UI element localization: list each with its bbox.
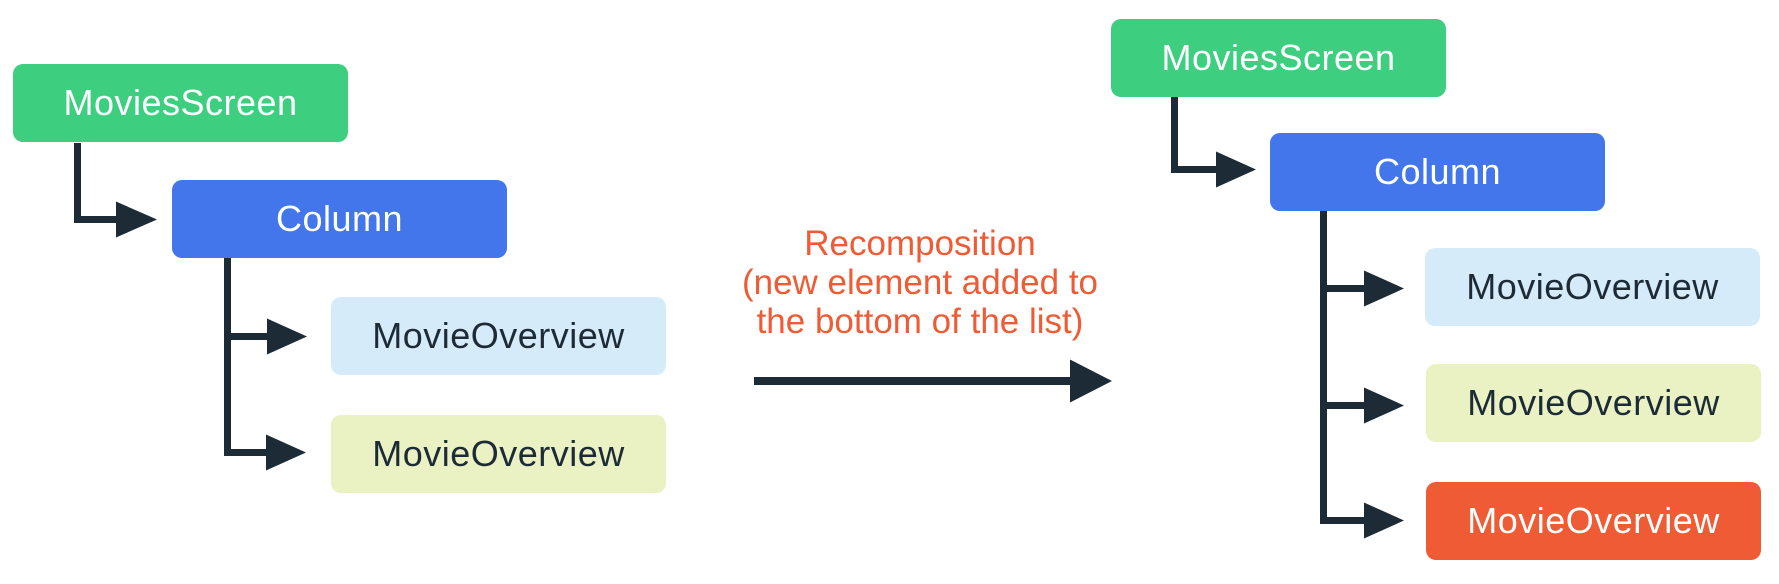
after-node-movieoverview-1: MovieOverview [1425, 248, 1760, 326]
connector-left-root-to-column [74, 143, 157, 238]
recomposition-annotation-line1: Recomposition [804, 224, 1036, 263]
recomposition-annotation-line2: (new element added to [741, 263, 1099, 302]
before-node-moviesscreen: MoviesScreen [13, 64, 348, 142]
after-node-movieoverview-3-new: MovieOverview [1426, 482, 1761, 560]
connector-right-root-to-column [1171, 97, 1256, 188]
after-node-column: Column [1270, 133, 1605, 211]
before-node-movieoverview-1: MovieOverview [331, 297, 666, 375]
recomposition-annotation-line3: the bottom of the list) [756, 302, 1084, 341]
before-node-movieoverview-2: MovieOverview [331, 415, 666, 493]
recomposition-annotation: Recomposition (new element added to the … [670, 224, 1170, 341]
after-node-movieoverview-2: MovieOverview [1426, 364, 1761, 442]
after-node-moviesscreen: MoviesScreen [1111, 19, 1446, 97]
connector-right-column-to-children [1320, 211, 1404, 539]
before-node-column: Column [172, 180, 507, 258]
connector-left-column-to-children [224, 257, 307, 471]
recomposition-arrow [754, 359, 1112, 403]
